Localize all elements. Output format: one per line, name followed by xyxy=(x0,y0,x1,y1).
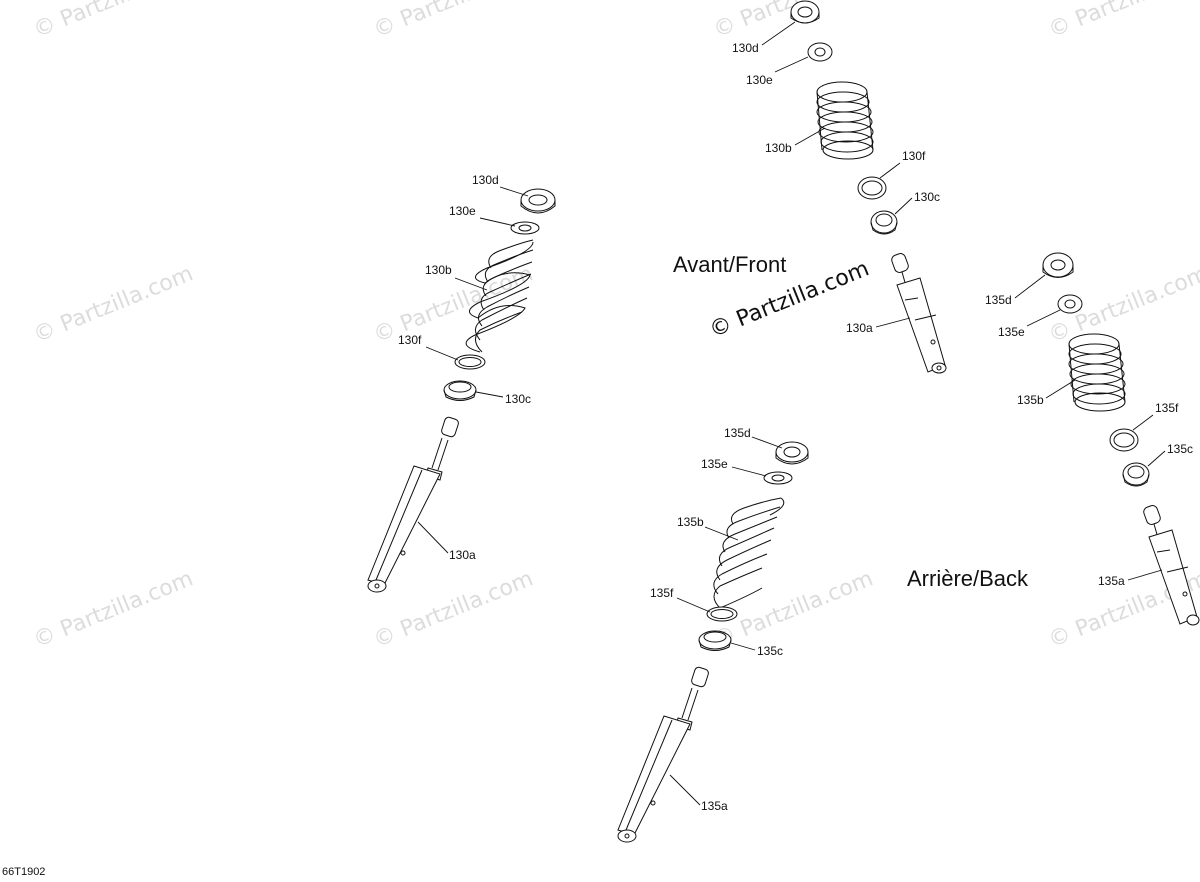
part-130d-stop xyxy=(520,188,556,214)
callout-130e: 130e xyxy=(449,204,476,218)
part-130b-spring xyxy=(465,239,534,353)
rear-shock-assembly-right xyxy=(1042,252,1200,626)
part-135d-stop xyxy=(1042,252,1074,278)
callout-130a: 130a xyxy=(449,548,476,562)
part-130a-shock-absorber xyxy=(891,253,947,374)
callout-135b: 135b xyxy=(1017,393,1044,407)
callout-130d: 130d xyxy=(732,41,759,55)
part-135e-washer xyxy=(763,471,793,485)
callout-130f: 130f xyxy=(902,149,926,163)
front-shock-assembly-left xyxy=(367,188,556,593)
part-130e-washer xyxy=(807,42,833,62)
callout-130a: 130a xyxy=(846,321,873,335)
callout-135e: 135e xyxy=(998,325,1025,339)
callout-135f: 135f xyxy=(1155,401,1179,415)
callout-135a: 135a xyxy=(701,799,728,813)
part-135b-spring xyxy=(713,497,785,609)
section-title-front: Avant/Front xyxy=(673,252,787,277)
part-130e-washer xyxy=(510,221,540,235)
part-130d-stop xyxy=(790,0,820,24)
callout-135e: 135e xyxy=(701,457,728,471)
part-130a-shock-absorber xyxy=(367,416,459,593)
callout-130b: 130b xyxy=(765,141,792,155)
part-135e-washer xyxy=(1057,294,1083,314)
callout-135b: 135b xyxy=(677,515,704,529)
callout-130d: 130d xyxy=(472,173,499,187)
part-135c-adjuster xyxy=(698,630,732,651)
part-135f-ring xyxy=(706,606,738,622)
part-135a-shock-absorber xyxy=(617,666,709,843)
part-130c-adjuster xyxy=(443,380,477,401)
diagram-code: 66T1902 xyxy=(2,866,46,878)
rear-shock-assembly-left xyxy=(617,441,809,843)
part-130f-ring xyxy=(857,176,887,200)
part-135b-spring xyxy=(1068,333,1126,412)
callout-130c: 130c xyxy=(505,392,532,406)
leader-lines xyxy=(417,21,1166,806)
callout-130e: 130e xyxy=(746,73,773,87)
part-135c-adjuster xyxy=(1122,462,1150,487)
callout-135c: 135c xyxy=(1167,442,1194,456)
part-130b-spring xyxy=(816,81,874,160)
callout-130f: 130f xyxy=(398,333,422,347)
part-135a-shock-absorber xyxy=(1143,505,1200,626)
part-130f-ring xyxy=(454,354,486,370)
callout-130c: 130c xyxy=(914,190,941,204)
callout-135a: 135a xyxy=(1098,574,1125,588)
front-shock-assembly-right xyxy=(790,0,947,374)
callout-135f: 135f xyxy=(650,586,674,600)
section-title-back: Arrière/Back xyxy=(907,566,1029,591)
part-135d-stop xyxy=(775,441,809,465)
callout-130b: 130b xyxy=(425,263,452,277)
part-135f-ring xyxy=(1109,428,1139,452)
callout-135d: 135d xyxy=(985,293,1012,307)
callout-135c: 135c xyxy=(757,644,784,658)
callout-135d: 135d xyxy=(724,426,751,440)
part-130c-adjuster xyxy=(870,210,898,235)
